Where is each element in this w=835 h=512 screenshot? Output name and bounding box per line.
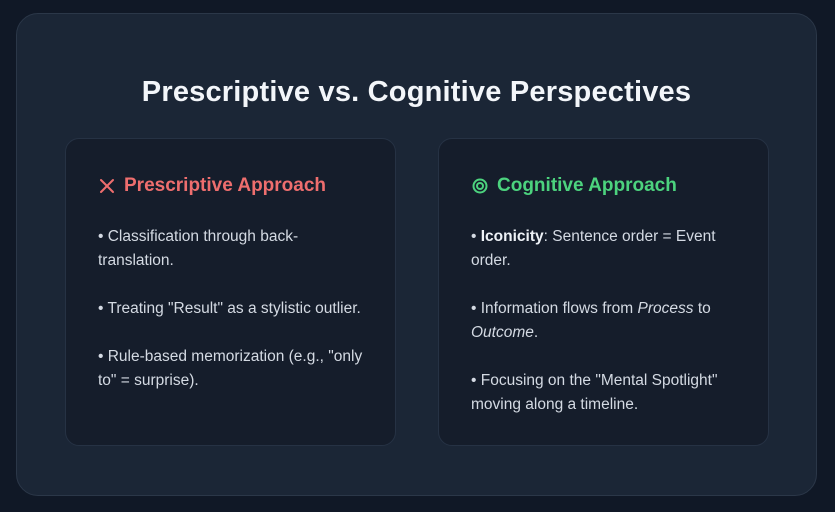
cross-icon [98, 177, 116, 195]
bullet: • [471, 228, 481, 245]
text-after: . [533, 324, 539, 341]
cognitive-list: • Iconicity: Sentence order = Event orde… [471, 225, 741, 417]
prescriptive-card: Prescriptive Approach • Classification t… [65, 138, 396, 446]
list-item: • Iconicity: Sentence order = Event orde… [471, 225, 741, 273]
cognitive-heading-label: Cognitive Approach [497, 175, 677, 196]
term-iconicity: Iconicity [480, 228, 544, 245]
list-item: • Rule-based memorization (e.g., "only t… [98, 348, 363, 389]
page-title: Prescriptive vs. Cognitive Perspectives [141, 76, 692, 108]
list-item: • Treating "Result" as a stylistic outli… [98, 300, 361, 317]
cognitive-card: Cognitive Approach • Iconicity: Sentence… [438, 138, 769, 446]
list-item: • Classification through back-translatio… [98, 228, 299, 269]
prescriptive-heading: Prescriptive Approach [98, 175, 326, 197]
prescriptive-list: • Classification through back-translatio… [98, 225, 368, 393]
term-definition: : Sentence order = Event order. [471, 228, 716, 269]
prescriptive-heading-label: Prescriptive Approach [124, 175, 327, 196]
list-item: • Focusing on the "Mental Spotlight" mov… [471, 372, 718, 413]
list-item: • Information flows from Process to Outc… [471, 297, 741, 345]
target-icon [471, 177, 489, 195]
text-before: Information flows from [480, 300, 638, 317]
emphasis-outcome: Outcome [471, 324, 534, 341]
cognitive-heading: Cognitive Approach [471, 175, 677, 197]
bullet: • [471, 300, 481, 317]
text-middle: to [693, 300, 711, 317]
emphasis-process: Process [637, 300, 694, 317]
comparison-panel: Prescriptive vs. Cognitive Perspectives … [16, 13, 817, 496]
